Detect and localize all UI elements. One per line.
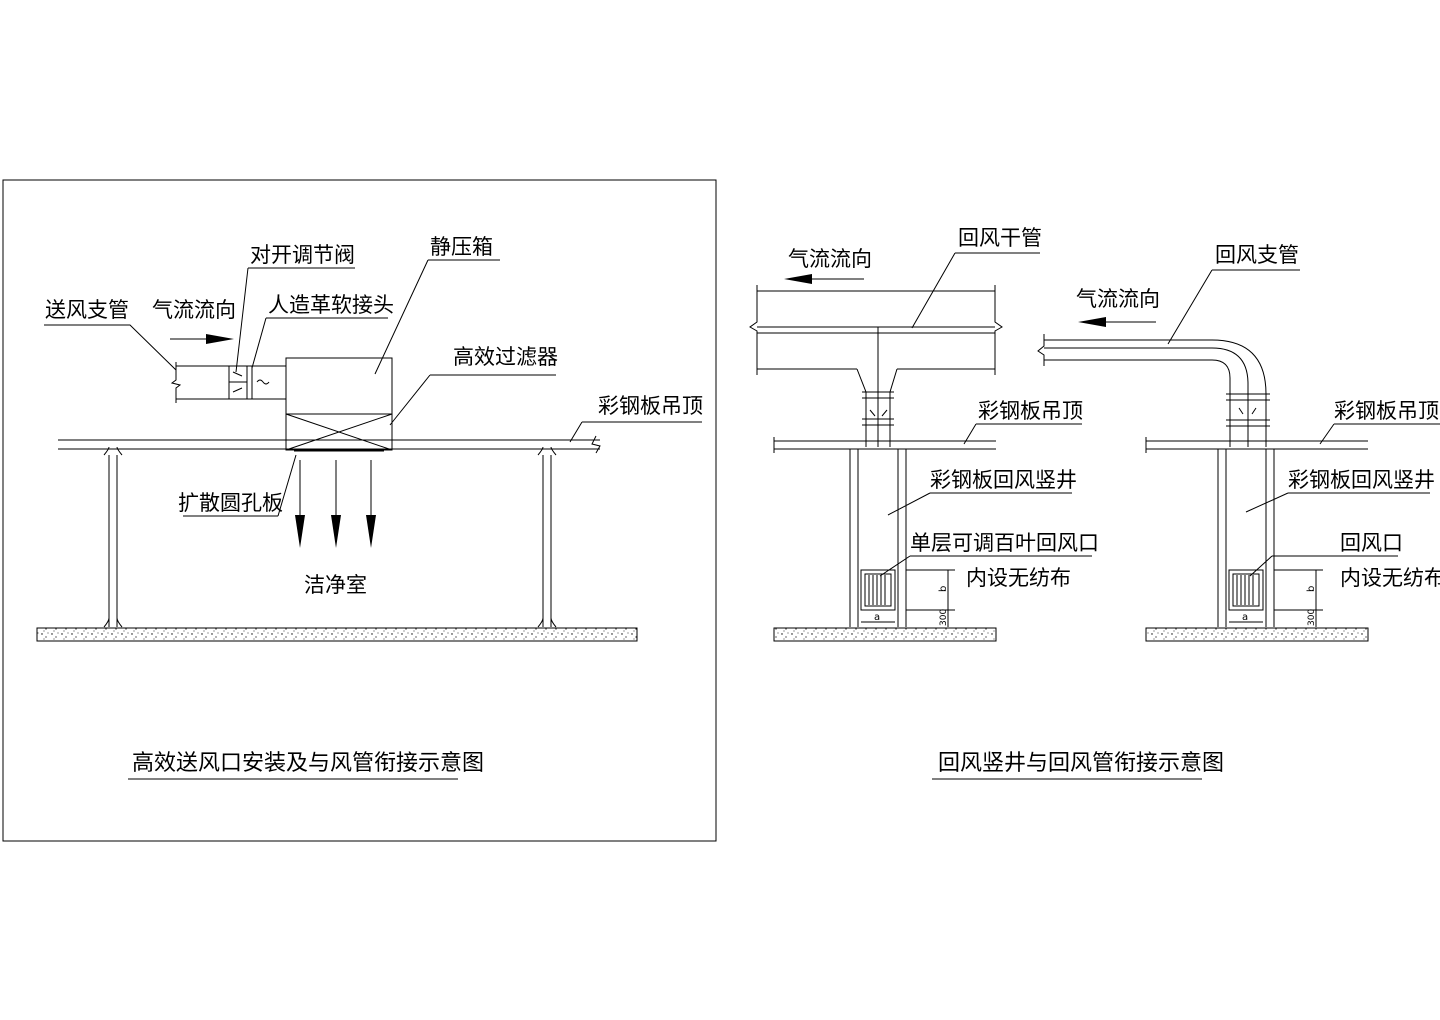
return-grille-b <box>1228 569 1264 611</box>
damper <box>228 366 248 399</box>
label-diffuser: 扩散圆孔板 <box>178 491 283 515</box>
dim-b-b: b <box>1306 586 1317 592</box>
return-tee <box>856 327 898 447</box>
left-airflow-arrow <box>170 334 234 344</box>
right-b-airflow-arrow <box>1078 317 1156 327</box>
right-a-ceiling <box>773 437 996 453</box>
dimensions-a <box>861 569 955 627</box>
label-return-main-duct: 回风干管 <box>958 226 1042 250</box>
return-branch-duct <box>1037 334 1270 447</box>
right-diagram-title: 回风竖井与回风管衔接示意图 <box>938 751 1224 776</box>
static-pressure-box <box>285 357 393 451</box>
return-grille-a <box>860 569 896 611</box>
flex-connector <box>251 366 270 399</box>
label-right-b-shaft: 彩钢板回风竖井 <box>1288 468 1435 492</box>
left-floor-slab <box>36 627 638 642</box>
label-left-ceiling: 彩钢板吊顶 <box>598 394 703 418</box>
label-plenum: 静压箱 <box>430 235 493 259</box>
dim-300-b: 300 <box>1307 609 1317 626</box>
right-a-airflow-arrow <box>784 274 864 284</box>
label-right-a-airflow: 气流流向 <box>788 247 872 271</box>
cleanroom-airflow-arrows <box>295 460 376 548</box>
label-right-b-grille-2: 内设无纺布 <box>1340 566 1440 590</box>
return-shaft-diagram-a: b 300 a 气流流向 回风干管 彩钢板吊顶 彩钢板回风竖井 单层可调百叶回风… <box>749 226 1099 642</box>
label-right-a-shaft: 彩钢板回风竖井 <box>930 468 1077 492</box>
supply-diagram: 送风支管 气流流向 对开调节阀 人造革软接头 静压箱 高效过滤器 彩钢板吊顶 扩… <box>2 179 717 842</box>
left-frame <box>2 179 717 842</box>
return-shaft-diagram-b: b 300 a 气流流向 回风支管 彩钢板吊顶 彩钢板回风竖井 回风口 内设无纺… <box>1037 243 1440 642</box>
left-columns <box>103 446 557 628</box>
return-shaft-a <box>849 449 907 627</box>
label-right-b-airflow: 气流流向 <box>1076 287 1160 311</box>
label-left-airflow: 气流流向 <box>152 298 236 322</box>
label-right-a-ceiling: 彩钢板吊顶 <box>978 399 1083 423</box>
label-cleanroom: 洁净室 <box>304 573 367 597</box>
right-b-floor-slab <box>1145 627 1369 642</box>
label-return-branch-duct: 回风支管 <box>1215 243 1299 267</box>
dimensions-b <box>1229 569 1323 627</box>
left-leaders <box>44 259 702 517</box>
supply-branch-duct <box>170 362 286 403</box>
right-b-leaders <box>1167 269 1440 577</box>
label-right-a-grille-1: 单层可调百叶回风口 <box>910 531 1099 555</box>
return-shaft-b <box>1217 449 1275 627</box>
right-a-floor-slab <box>773 627 997 642</box>
label-right-b-grille-1: 回风口 <box>1340 531 1403 555</box>
label-leather-joint: 人造革软接头 <box>268 293 394 317</box>
dim-a-a: a <box>874 612 880 623</box>
label-right-a-grille-2: 内设无纺布 <box>966 566 1071 590</box>
dim-a-b: a <box>1242 612 1248 623</box>
label-right-b-ceiling: 彩钢板吊顶 <box>1334 399 1439 423</box>
label-hepa-filter: 高效过滤器 <box>453 345 558 369</box>
dim-b-a: b <box>938 586 949 592</box>
right-b-ceiling <box>1145 437 1368 453</box>
return-main-duct <box>749 285 1003 375</box>
dim-300-a: 300 <box>939 609 949 626</box>
label-damper: 对开调节阀 <box>250 243 355 267</box>
left-ceiling-panel <box>58 435 601 454</box>
label-supply-branch: 送风支管 <box>45 298 129 322</box>
right-a-leaders <box>879 252 1092 577</box>
left-diagram-title: 高效送风口安装及与风管衔接示意图 <box>132 751 484 776</box>
